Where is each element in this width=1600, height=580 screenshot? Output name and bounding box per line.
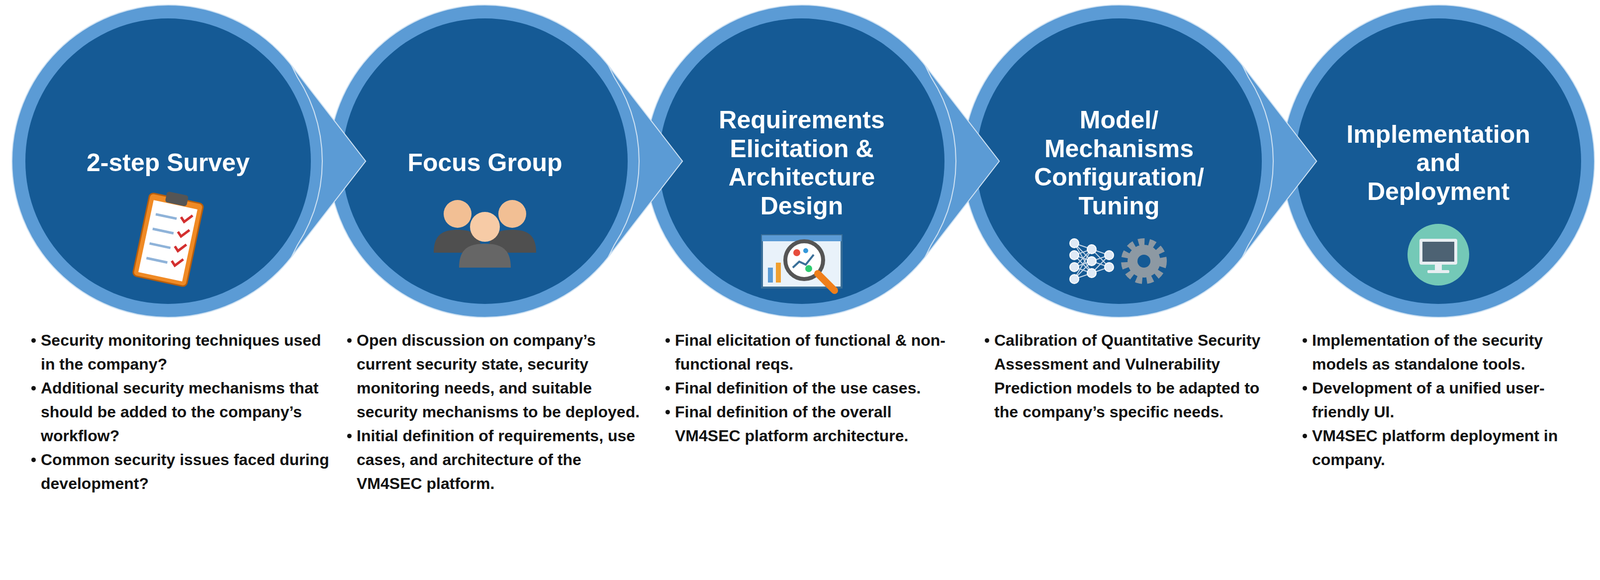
icon-part (775, 262, 781, 283)
icon-part (793, 249, 801, 257)
bullet-list: Open discussion on company’s current sec… (346, 328, 646, 496)
outer-ring (11, 4, 325, 318)
icon-part (803, 248, 809, 254)
icon-part (767, 267, 773, 283)
outer-ring (645, 4, 958, 318)
icon-part (180, 213, 193, 224)
phase-bullet: Calibration of Quantitative Security Ass… (984, 328, 1288, 424)
icon-part (1434, 264, 1442, 271)
icon-part (1127, 244, 1161, 278)
phase-bullet: Security monitoring techniques used in t… (30, 328, 330, 377)
icon-part (1137, 254, 1151, 268)
phase-bullet: Implementation of the security models as… (1302, 328, 1591, 377)
outer-ring (962, 4, 1276, 318)
icon-part (1087, 256, 1097, 266)
icon-part (1069, 274, 1079, 284)
icon-part (1069, 250, 1079, 260)
icon-part (1104, 262, 1114, 272)
inner-disc (342, 18, 628, 304)
icon-part (805, 265, 813, 273)
analysis-icon (761, 235, 842, 291)
phase-bullet: Initial definition of requirements, use … (346, 423, 646, 496)
phase-bullet: Development of a unified user-friendly U… (1302, 376, 1591, 424)
phase-bullet: Open discussion on company’s current sec… (346, 328, 646, 424)
bullet-list: Security monitoring techniques used in t… (30, 328, 330, 496)
phase-title: Model/ Mechanisms Configuration/ Tuning (1014, 105, 1224, 221)
phase-circle: Focus GroupOpen discussion on company’s … (327, 3, 643, 319)
phase-circle: Model/ Mechanisms Configuration/ TuningC… (961, 3, 1277, 319)
inner-disc (658, 18, 945, 304)
icon-part (470, 211, 500, 242)
icon-part (459, 211, 511, 268)
icon-part (1087, 244, 1097, 254)
monitor-icon (1407, 223, 1470, 286)
icon-part (152, 228, 174, 234)
icon-part (177, 227, 190, 238)
inner-disc (1295, 18, 1582, 304)
icon-part (1422, 241, 1455, 262)
phase-title: Requirements Elicitation & Architecture … (697, 105, 907, 221)
icon-part (155, 214, 177, 219)
phase-bullet: Additional security mechanisms that shou… (30, 376, 330, 448)
phase-title: 2-step Survey (63, 148, 273, 178)
phase-circle: 2-step SurveySecurity monitoring techniq… (10, 3, 326, 319)
phase-title: Focus Group (380, 148, 590, 178)
phase-bullet: Final definition of the overall VM4SEC p… (664, 399, 959, 448)
bullet-list: Calibration of Quantitative Security Ass… (984, 328, 1288, 424)
icon-part (1087, 268, 1097, 278)
icon-part (149, 243, 171, 248)
bullet-list: Final elicitation of functional & non-fu… (664, 328, 959, 448)
icon-part (1407, 223, 1470, 286)
inner-disc (976, 18, 1262, 304)
outer-ring (1282, 4, 1595, 318)
icon-part (138, 199, 198, 282)
icon-part (146, 258, 168, 263)
icon-part (817, 273, 835, 291)
icon-part (1419, 238, 1458, 265)
inner-disc (25, 18, 311, 304)
icon-part (1104, 250, 1114, 260)
outer-ring (328, 4, 642, 318)
icon-part (1069, 262, 1079, 272)
icon-part (1427, 270, 1450, 274)
icon-part (174, 242, 187, 253)
icon-part (761, 235, 842, 288)
phase-circle: Implementation and DeploymentImplementat… (1281, 3, 1596, 319)
bullet-list: Implementation of the security models as… (1302, 328, 1591, 472)
phase-bullet: Final elicitation of functional & non-fu… (664, 328, 959, 377)
icon-part (171, 257, 184, 268)
phase-circle: Requirements Elicitation & Architecture … (644, 3, 959, 319)
phase-bullet: VM4SEC platform deployment in company. (1302, 423, 1591, 472)
icon-part (443, 199, 472, 228)
phase-bullet: Final definition of the use cases. (664, 376, 959, 400)
icon-part (498, 199, 527, 228)
phase-title: Implementation and Deployment (1343, 120, 1533, 207)
icon-part (1069, 238, 1079, 248)
phase-bullet: Common security issues faced during deve… (30, 447, 330, 496)
icon-part (459, 243, 511, 268)
